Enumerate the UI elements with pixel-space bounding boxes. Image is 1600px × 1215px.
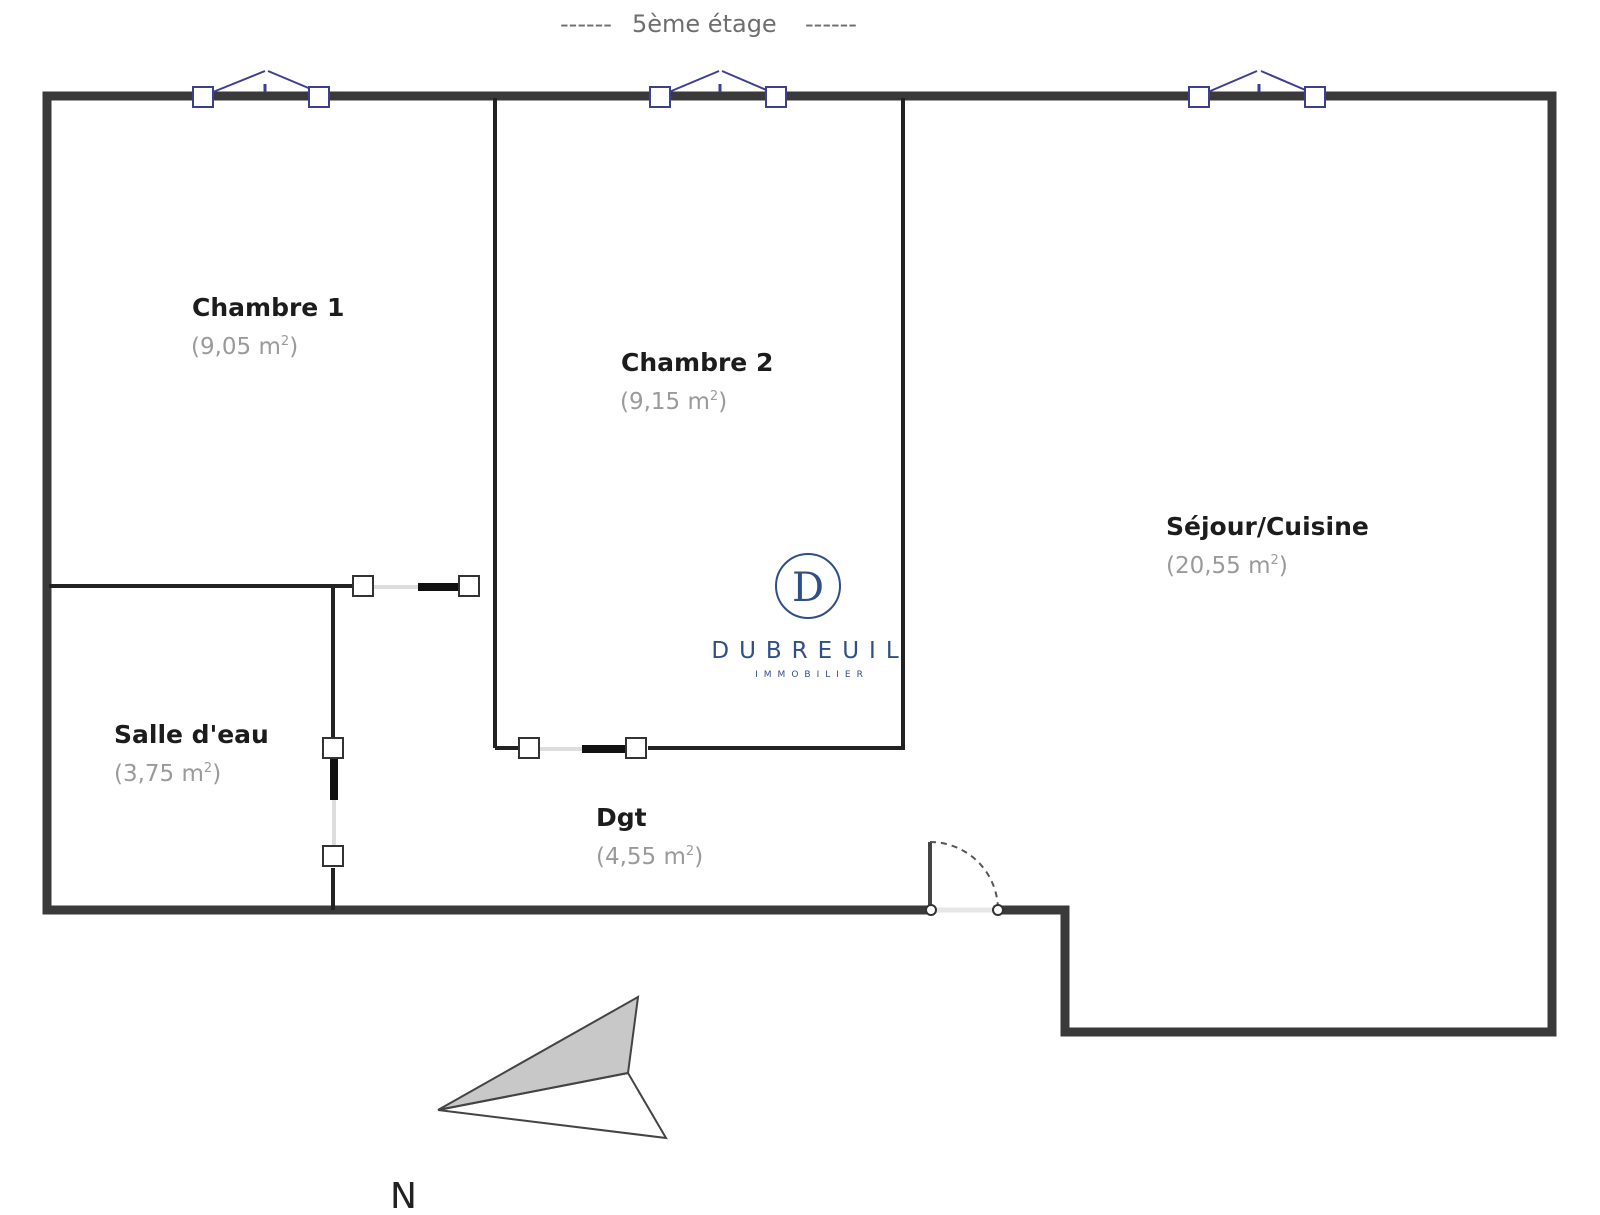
- logo-wordmark: DUBREUIL: [711, 638, 908, 664]
- windows: [192, 70, 1326, 108]
- room-name-chambre2: Chambre 2: [621, 348, 773, 377]
- door-chambre1: [352, 575, 480, 597]
- door-chambre2: [518, 737, 647, 759]
- logo-ring: [775, 553, 841, 619]
- floor-label-group: ------ 5ème étage ------: [560, 10, 857, 38]
- logo-letter: D: [792, 565, 824, 611]
- interior-walls: [49, 98, 905, 910]
- north-arrow: N: [390, 995, 668, 1215]
- dubreuil-logo: D DUBREUIL IMMOBILIER: [711, 553, 908, 680]
- door-entrance: [925, 841, 1004, 916]
- floor-label-dashes-left: ------: [560, 10, 612, 38]
- room-area-chambre1: (9,05 m2): [191, 334, 298, 360]
- room-area-chambre2: (9,15 m2): [620, 389, 727, 415]
- window-chambre2: [649, 70, 787, 108]
- room-name-salle-deau: Salle d'eau: [114, 720, 269, 749]
- north-arrow-shaded: [437, 995, 640, 1111]
- doors: [322, 575, 1004, 916]
- room-area-dgt: (4,55 m2): [596, 844, 703, 870]
- north-label: N: [390, 1176, 417, 1215]
- floor-label: 5ème étage: [632, 10, 777, 38]
- room-name-chambre1: Chambre 1: [192, 293, 344, 322]
- room-area-sejour: (20,55 m2): [1166, 553, 1288, 579]
- door-salle-deau: [322, 737, 344, 867]
- north-arrow-outline: [437, 1071, 668, 1140]
- floor-label-dashes-right: ------: [805, 10, 857, 38]
- logo-subtitle: IMMOBILIER: [755, 670, 869, 680]
- window-chambre1: [192, 70, 330, 108]
- room-name-dgt: Dgt: [596, 803, 647, 832]
- exterior-walls: [42, 91, 1557, 1037]
- room-labels: Chambre 1 (9,05 m2) Chambre 2 (9,15 m2) …: [114, 293, 1369, 870]
- room-name-sejour: Séjour/Cuisine: [1166, 512, 1369, 541]
- window-sejour: [1188, 70, 1326, 108]
- room-area-salle-deau: (3,75 m2): [114, 761, 221, 787]
